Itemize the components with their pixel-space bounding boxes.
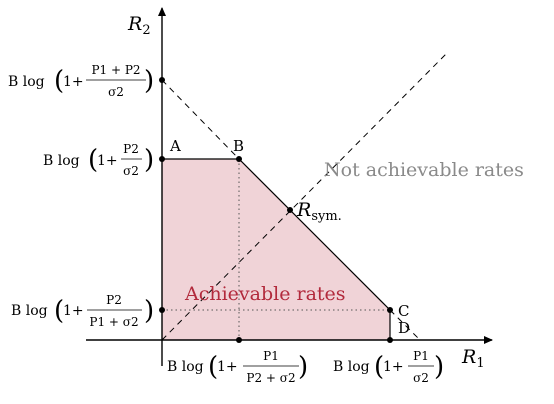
svg-text:P2: P2 — [106, 293, 122, 307]
svg-text:σ2: σ2 — [108, 85, 124, 99]
sum-rate-line-lower — [389, 309, 421, 341]
achievable-rates-label: Achievable rates — [184, 283, 346, 305]
svg-text:P2: P2 — [123, 142, 139, 156]
svg-text:σ2: σ2 — [413, 371, 429, 385]
point-b — [236, 156, 242, 162]
point-b-label: B — [233, 137, 244, 155]
not-achievable-rates-label: Not achievable rates — [324, 159, 524, 181]
point-d-label: D — [398, 319, 410, 337]
svg-text:B log: B log — [43, 153, 80, 169]
svg-text:): ) — [298, 352, 308, 382]
svg-text:B log: B log — [333, 359, 370, 375]
tick-x-left — [236, 337, 242, 343]
svg-text:P1: P1 — [263, 349, 279, 363]
svg-text:): ) — [434, 352, 444, 382]
x-axis-title: R1 — [461, 346, 485, 371]
svg-text:P2 + σ2: P2 + σ2 — [246, 371, 295, 385]
svg-text:B log: B log — [167, 359, 204, 375]
point-d — [387, 337, 393, 343]
svg-text:B log: B log — [8, 74, 45, 90]
tick-y-lower — [159, 307, 165, 313]
point-a-label: A — [169, 137, 181, 155]
y-axis-title: R2 — [127, 13, 151, 38]
y-tick-formula-lower: B log ( 1+ P2 P1 + σ2 ) — [11, 293, 154, 329]
svg-text:(: ( — [54, 66, 64, 96]
svg-text:(: ( — [88, 145, 98, 175]
y-tick-formula-top: B log ( 1+ P1 + P2 σ2 ) — [8, 63, 154, 99]
svg-text:1+: 1+ — [63, 303, 84, 319]
symmetric-rate-line — [161, 51, 449, 341]
svg-text:(: ( — [54, 296, 64, 326]
achievable-region — [162, 159, 390, 340]
svg-text:σ2: σ2 — [123, 164, 139, 178]
y-tick-formula-upper: B log ( 1+ P2 σ2 ) — [43, 142, 154, 178]
svg-text:1+: 1+ — [97, 153, 118, 169]
svg-text:): ) — [144, 145, 154, 175]
capacity-boundary — [162, 158, 391, 340]
svg-text:(: ( — [208, 352, 218, 382]
sum-rate-line-upper — [161, 79, 240, 160]
point-sym-label: Rsym. — [296, 199, 342, 224]
svg-text:): ) — [144, 296, 154, 326]
svg-text:B log: B log — [11, 303, 48, 319]
x-tick-formula-right: B log ( 1+ P1 σ2 ) — [333, 349, 444, 385]
svg-text:P1 + P2: P1 + P2 — [91, 63, 140, 77]
x-tick-formula-left: B log ( 1+ P1 P2 + σ2 ) — [167, 349, 308, 385]
svg-text:): ) — [144, 66, 154, 96]
point-sym — [287, 207, 293, 213]
point-a — [159, 156, 165, 162]
svg-text:1+: 1+ — [383, 359, 404, 375]
point-c-label: C — [398, 302, 409, 320]
svg-text:P1: P1 — [413, 349, 429, 363]
tick-y-top — [159, 77, 165, 83]
svg-text:1+: 1+ — [63, 74, 84, 90]
svg-text:P1 + σ2: P1 + σ2 — [89, 315, 138, 329]
point-c — [387, 307, 393, 313]
svg-text:(: ( — [374, 352, 384, 382]
svg-text:1+: 1+ — [217, 359, 238, 375]
